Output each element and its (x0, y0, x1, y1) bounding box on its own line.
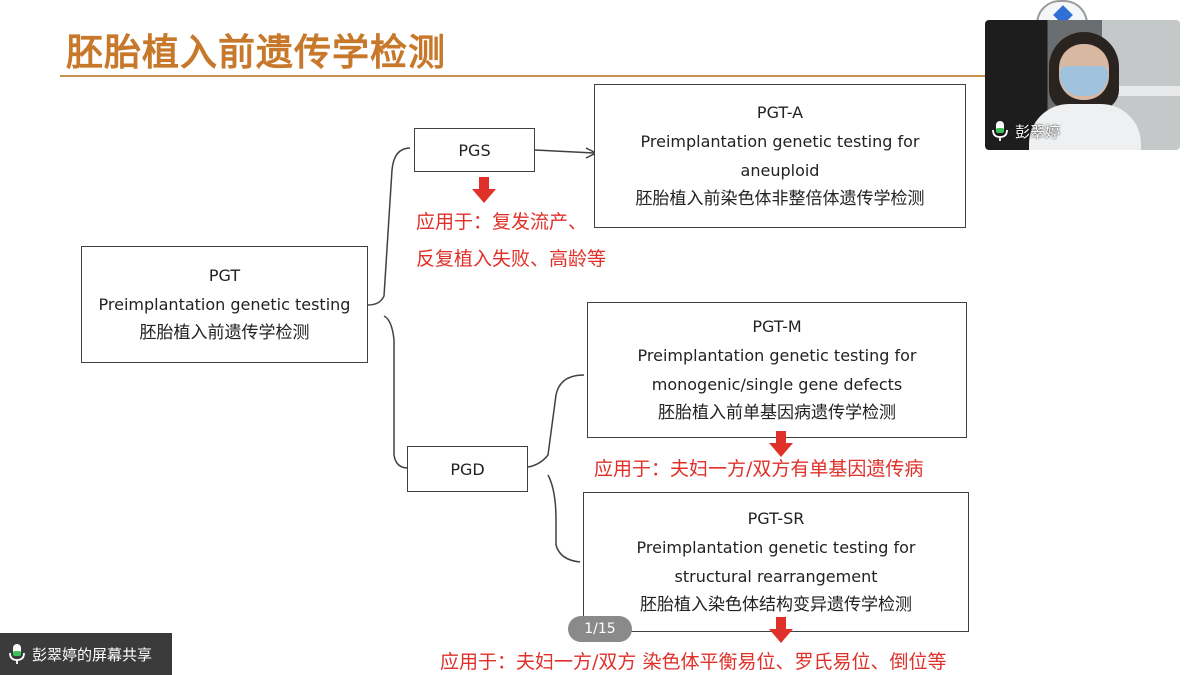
bracket-pgt-to-pgs (367, 147, 411, 306)
red-down-arrow-icon (769, 431, 793, 457)
video-person-body (1029, 104, 1141, 150)
microphone-icon[interactable] (991, 120, 1009, 142)
participant-label: 彭翠婷 (991, 120, 1060, 142)
pgt-m-english-2: monogenic/single gene defects (651, 375, 903, 394)
red-down-arrow-icon (769, 617, 793, 643)
pgt-box: PGT Preimplantation genetic testing 胚胎植入… (81, 246, 368, 363)
pgt-english: Preimplantation genetic testing (98, 295, 351, 314)
pgs-box: PGS (414, 128, 535, 172)
pgt-m-application: 应用于：夫妇一方/双方有单基因遗传病 (594, 458, 924, 480)
pgt-a-chinese: 胚胎植入前染色体非整倍体遗传学检测 (635, 189, 925, 209)
pgt-m-code: PGT-M (752, 317, 802, 336)
pgt-sr-code: PGT-SR (747, 509, 805, 528)
pgd-box: PGD (407, 446, 528, 492)
video-person-mask (1060, 66, 1108, 96)
pgt-a-english-1: Preimplantation genetic testing for (640, 132, 920, 151)
video-background (1113, 86, 1180, 96)
pgt-chinese: 胚胎植入前遗传学检测 (139, 323, 310, 343)
bracket-pgd-to-pgtm (527, 374, 585, 468)
bracket-pgd-to-pgtsr (547, 474, 581, 563)
microphone-icon[interactable] (8, 643, 26, 665)
pgt-a-english-2: aneuploid (740, 161, 820, 180)
page-indicator: 1/15 (568, 616, 632, 642)
pgt-code: PGT (208, 266, 241, 285)
pgt-sr-english-2: structural rearrangement (674, 567, 878, 586)
pgt-sr-box: PGT-SR Preimplantation genetic testing f… (583, 492, 969, 632)
pgs-label: PGS (458, 140, 491, 160)
pgt-sr-english-1: Preimplantation genetic testing for (636, 538, 916, 557)
pgt-a-box: PGT-A Preimplantation genetic testing fo… (594, 84, 966, 228)
bracket-pgt-to-pgd (383, 315, 409, 469)
pgt-sr-chinese: 胚胎植入染色体结构变异遗传学检测 (640, 595, 912, 615)
red-down-arrow-icon (472, 177, 496, 203)
screen-share-label: 彭翠婷的屏幕共享 (32, 645, 153, 664)
participant-name: 彭翠婷 (1015, 122, 1061, 141)
slide-title: 胚胎植入前遗传学检测 (66, 31, 446, 74)
arrow-pgs-to-pgta (534, 149, 595, 154)
pgt-sr-application: 应用于：夫妇一方/双方 染色体平衡易位、罗氏易位、倒位等 (440, 651, 947, 673)
title-divider (60, 75, 1060, 77)
pgs-application-line2: 反复植入失败、高龄等 (416, 248, 607, 270)
pgt-m-box: PGT-M Preimplantation genetic testing fo… (587, 302, 967, 438)
pgs-application-line1: 应用于：复发流产、 (416, 211, 588, 233)
screen-share-banner[interactable]: 彭翠婷的屏幕共享 (0, 633, 172, 675)
pgt-m-english-1: Preimplantation genetic testing for (637, 346, 917, 365)
pgt-a-code: PGT-A (756, 103, 804, 122)
pgd-label: PGD (450, 459, 485, 479)
pgt-m-chinese: 胚胎植入前单基因病遗传学检测 (658, 403, 896, 423)
participant-video-tile[interactable]: 彭翠婷 (985, 20, 1180, 150)
